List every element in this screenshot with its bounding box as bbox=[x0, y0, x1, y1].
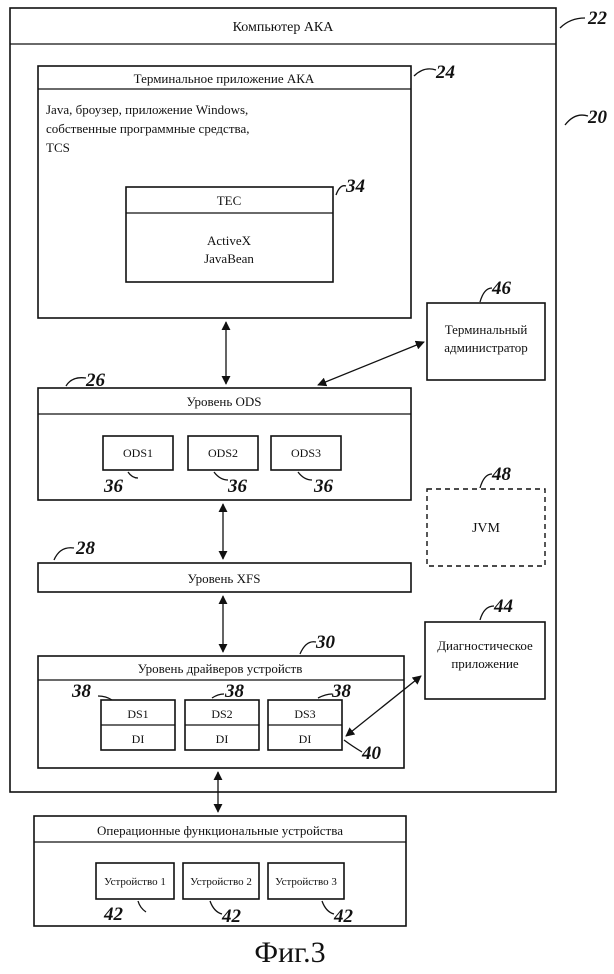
driver-unit-3: DS3 DI bbox=[268, 700, 342, 750]
devices-title: Операционные функциональные устройства bbox=[97, 823, 343, 838]
terminal-app-line-2: собственные программные средства, bbox=[46, 121, 249, 136]
device-1-label: Устройство 1 bbox=[104, 876, 166, 888]
ods1-label: ODS1 bbox=[123, 446, 153, 460]
ds1-label: DS1 bbox=[127, 707, 148, 721]
ref-42-device3: 42 bbox=[333, 906, 354, 927]
terminal-admin-line-2: администратор bbox=[444, 340, 528, 355]
ref-42-device2: 42 bbox=[221, 906, 242, 927]
ref-48: 48 bbox=[491, 464, 512, 485]
device-1-box: Устройство 1 bbox=[96, 863, 174, 899]
ods-layer-title: Уровень ODS bbox=[186, 394, 261, 409]
tec-title: TEC bbox=[217, 193, 242, 208]
terminal-app-line-1: Java, броузер, приложение Windows, bbox=[46, 102, 248, 117]
ref-38-unit1: 38 bbox=[71, 681, 92, 702]
ref-20: 20 bbox=[587, 107, 608, 128]
jvm-label: JVM bbox=[472, 521, 501, 536]
device-3-label: Устройство 3 bbox=[275, 876, 337, 888]
ref-24: 24 bbox=[435, 62, 455, 83]
ref-leader-22 bbox=[560, 18, 585, 28]
ref-40: 40 bbox=[361, 743, 382, 764]
ref-44: 44 bbox=[493, 596, 513, 617]
ref-leader-20 bbox=[565, 115, 588, 125]
ref-38-unit3: 38 bbox=[331, 681, 352, 702]
figure-caption: Фиг.3 bbox=[254, 936, 325, 969]
ref-36-ods1: 36 bbox=[103, 476, 124, 497]
driver-unit-1: DS1 DI bbox=[101, 700, 175, 750]
ref-42-device1: 42 bbox=[103, 904, 124, 925]
ref-36-ods2: 36 bbox=[227, 476, 248, 497]
ds3-label: DS3 bbox=[294, 707, 315, 721]
driver-layer-title: Уровень драйверов устройств bbox=[138, 661, 303, 676]
diag-app-line-2: приложение bbox=[451, 656, 519, 671]
ods3-box: ODS3 bbox=[271, 436, 341, 470]
tec-block: TEC ActiveX JavaBean bbox=[126, 187, 333, 282]
device-2-box: Устройство 2 bbox=[183, 863, 259, 899]
ref-30: 30 bbox=[315, 632, 336, 653]
driver-layer-block: Уровень драйверов устройств DS1 DI DS2 D… bbox=[38, 656, 404, 768]
terminal-app-title: Терминальное приложение АКА bbox=[134, 71, 315, 86]
xfs-layer-block: Уровень XFS bbox=[38, 563, 411, 592]
ds2-label: DS2 bbox=[211, 707, 232, 721]
ref-22: 22 bbox=[587, 8, 608, 29]
ods1-box: ODS1 bbox=[103, 436, 173, 470]
ref-34: 34 bbox=[345, 176, 365, 197]
ods-layer-block: Уровень ODS ODS1 ODS2 ODS3 bbox=[38, 388, 411, 500]
computer-title: Компьютер АКА bbox=[233, 20, 335, 35]
ref-36-ods3: 36 bbox=[313, 476, 334, 497]
device-3-box: Устройство 3 bbox=[268, 863, 344, 899]
terminal-admin-line-1: Терминальный bbox=[445, 322, 528, 337]
ods2-box: ODS2 bbox=[188, 436, 258, 470]
ref-46: 46 bbox=[491, 278, 512, 299]
tec-javabean: JavaBean bbox=[204, 251, 254, 266]
jvm-block: JVM bbox=[427, 489, 545, 566]
diag-app-block: Диагностическое приложение bbox=[425, 622, 545, 699]
ref-28: 28 bbox=[75, 538, 96, 559]
tec-activex: ActiveX bbox=[207, 233, 252, 248]
driver-unit-2: DS2 DI bbox=[185, 700, 259, 750]
ods2-label: ODS2 bbox=[208, 446, 238, 460]
di3-label: DI bbox=[299, 732, 312, 746]
terminal-admin-block: Терминальный администратор bbox=[427, 303, 545, 380]
terminal-app-line-3: TCS bbox=[46, 140, 70, 155]
di1-label: DI bbox=[132, 732, 145, 746]
di2-label: DI bbox=[216, 732, 229, 746]
diag-app-line-1: Диагностическое bbox=[437, 638, 533, 653]
xfs-layer-title: Уровень XFS bbox=[188, 571, 261, 586]
device-2-label: Устройство 2 bbox=[190, 876, 252, 888]
ref-26: 26 bbox=[85, 370, 106, 391]
ref-38-unit2: 38 bbox=[224, 681, 245, 702]
ods3-label: ODS3 bbox=[291, 446, 321, 460]
